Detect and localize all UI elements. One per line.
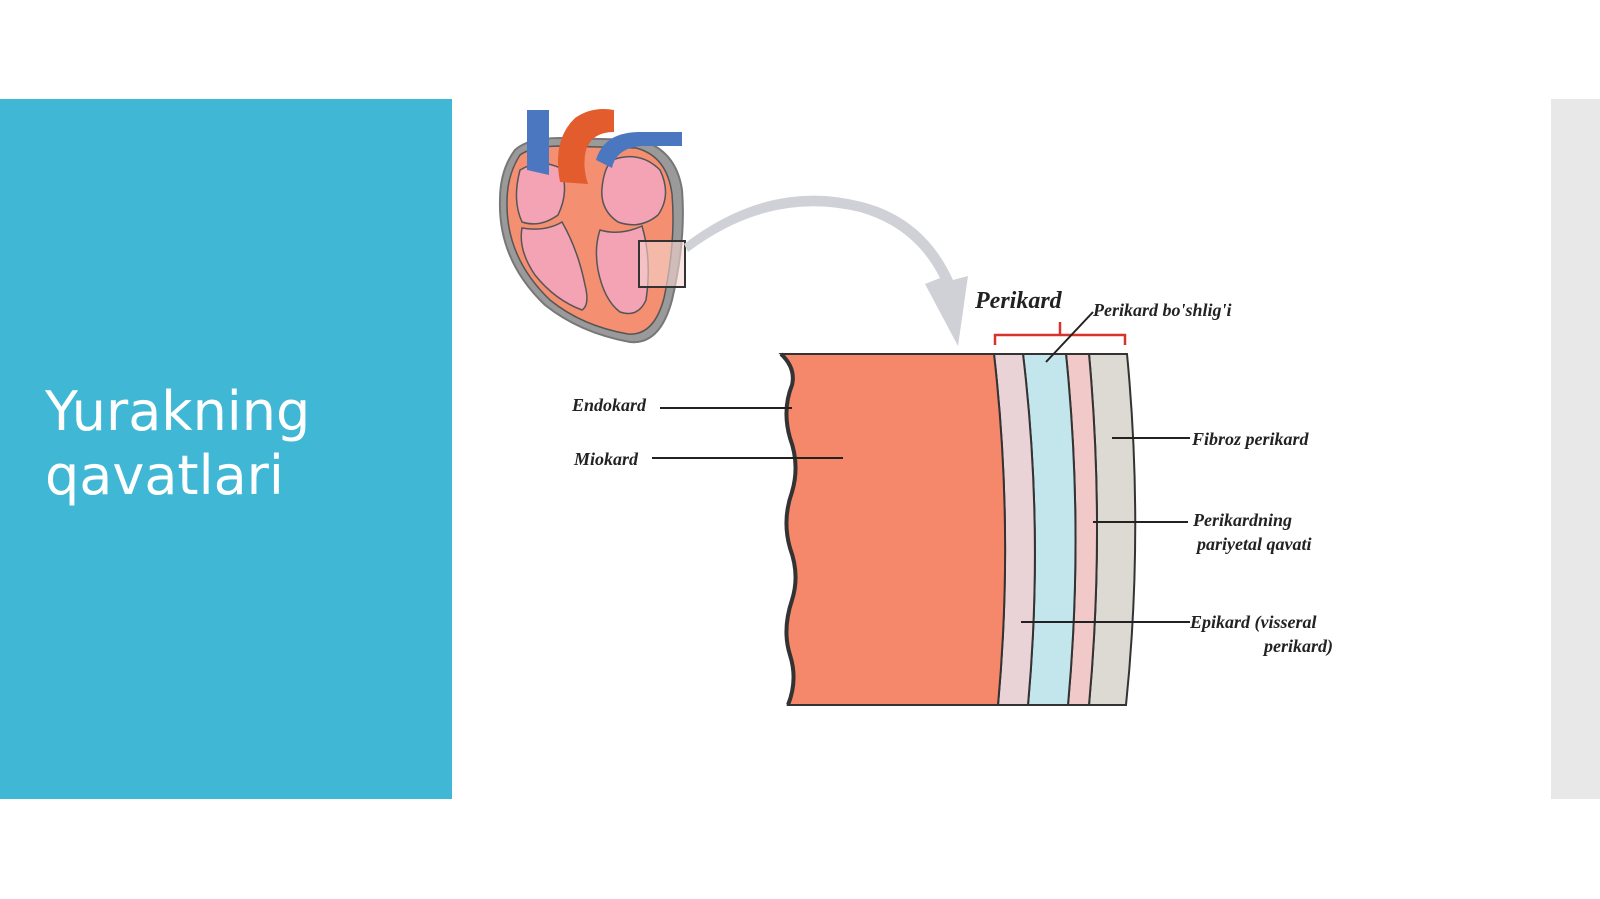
epicardium-label-line2: perikard) [1262,636,1333,657]
left-atrium [601,155,667,226]
pericardium-bracket [993,322,1127,345]
fibrous-pericardium-label: Fibroz perikard [1191,429,1310,449]
next-slide-edge [1551,99,1600,799]
aorta [557,109,614,184]
magnify-arrow [684,195,968,346]
wall-cross-section [778,352,1137,706]
slide-title-line1: Yurakning [45,380,311,443]
title-panel [0,99,452,799]
slide-title-line2: qavatlari [45,443,284,507]
zoom-region-box [638,240,686,288]
pulmonary-vessels [596,132,682,168]
parietal-pericardium-label-line1: Perikardning [1192,510,1292,530]
epicardium-label-line1: Epikard (visseral [1189,612,1317,633]
endocardium-edge [779,352,798,706]
right-ventricle [520,220,588,311]
pericardium-label: Perikard [974,288,1063,314]
superior-vena-cava [527,110,549,175]
left-ventricle [595,224,649,315]
myocardium-label: Miokard [573,449,639,469]
myocardium-layer [778,353,1007,706]
pericardial-cavity-label: Perikard bo'shlig'i [1092,300,1232,320]
endocardium-label: Endokard [571,395,647,415]
parietal-pericardium-label-line2: pariyetal qavati [1195,534,1311,554]
pericardial-cavity-leader [1045,311,1094,363]
heart-illustration [498,109,686,344]
